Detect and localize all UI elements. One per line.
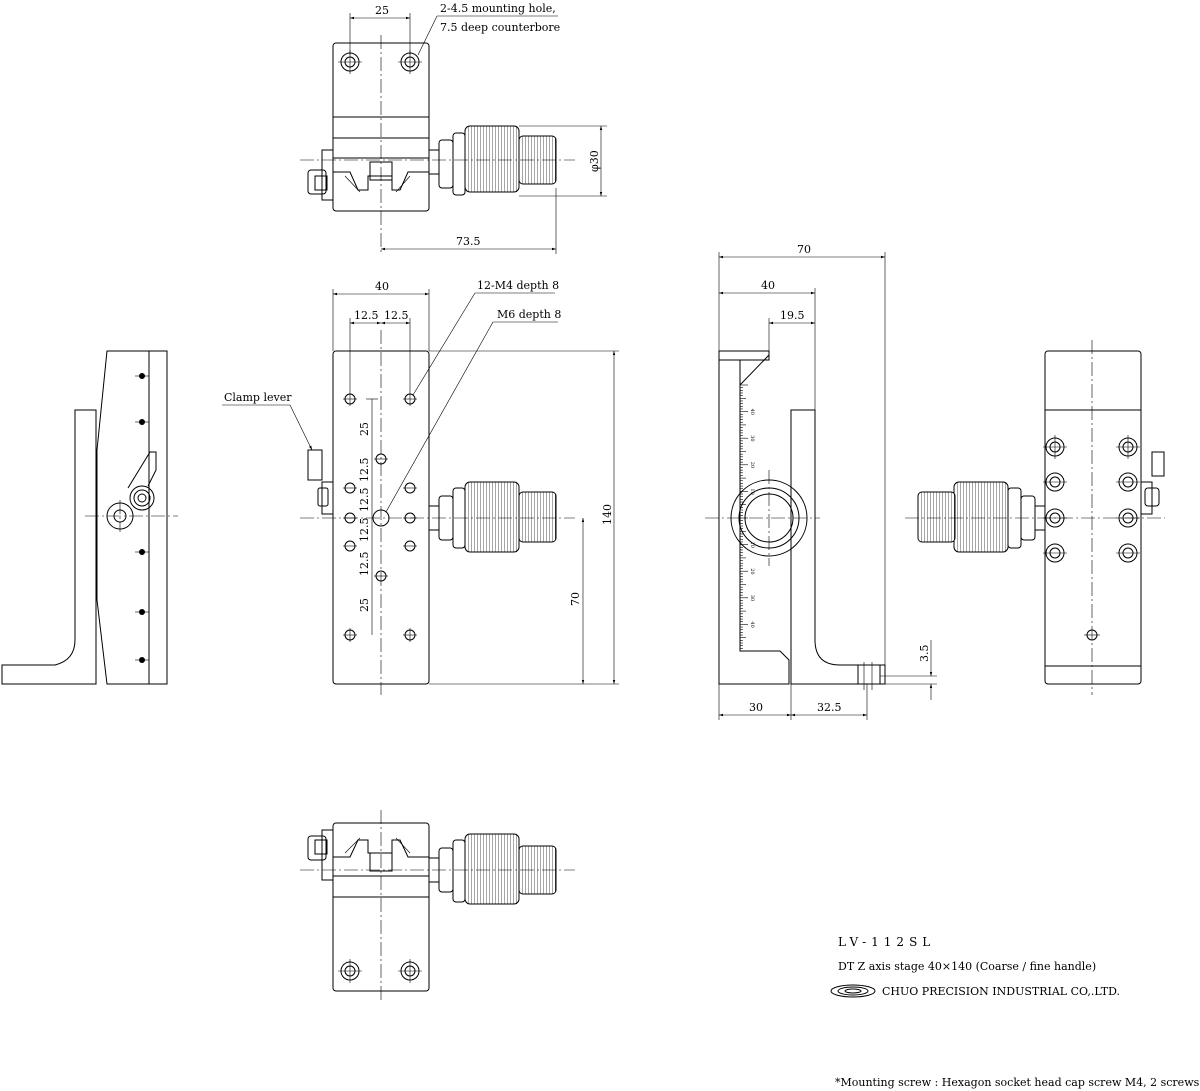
dim-front-12-5-b: 12.5 (384, 309, 409, 322)
screw-hole-icon (135, 549, 149, 555)
counterbore-hole-icon (1043, 435, 1067, 459)
callout-mounting-hole-2: 7.5 deep counterbore (440, 21, 560, 34)
scale-tick-label: 30 (749, 435, 755, 441)
callout-tapped-holes: 12-M4 depth 8 (477, 279, 559, 292)
dim-side-19-5: 19.5 (780, 309, 805, 322)
dim-side-3-5: 3.5 (918, 645, 931, 663)
dim-front-70: 70 (569, 592, 582, 606)
screw-hole-icon (135, 657, 149, 663)
right-side-view: 10 20 30 40 10 20 30 40 (705, 350, 886, 690)
dim-side-30: 30 (749, 701, 763, 714)
top-view (300, 35, 575, 255)
m4-hole-icon (343, 628, 357, 642)
scale: 10 20 30 40 10 20 30 40 (740, 384, 755, 649)
m4-hole-icon (403, 628, 417, 642)
dim-front-v12-5-d: 12.5 (358, 552, 371, 577)
dim-front-v25-b: 25 (358, 598, 371, 612)
dim-front-v25-a: 25 (358, 422, 371, 436)
scale-tick-label: 20 (749, 568, 755, 574)
dim-73-5: 73.5 (456, 235, 481, 248)
dim-front-40: 40 (375, 280, 389, 293)
m4-hole-icon (403, 482, 417, 494)
dim-front-v12-5-c: 12.5 (358, 518, 371, 543)
screw-hole-icon (135, 609, 149, 615)
callout-m6-hole: M6 depth 8 (497, 308, 561, 321)
front-view-dimensions: 40 12.5 12.5 140 70 25 12.5 12.5 12.5 12… (222, 279, 619, 685)
dim-side-70: 70 (797, 243, 811, 256)
m4-hole-icon (343, 482, 357, 494)
product-description: DT Z axis stage 40×140 (Coarse / fine ha… (838, 960, 1096, 973)
counterbore-hole-icon (1116, 435, 1140, 459)
dim-side-40: 40 (761, 279, 775, 292)
m4-hole-icon (343, 540, 357, 552)
title-block: LV-112SL DT Z axis stage 40×140 (Coarse … (830, 935, 1120, 998)
m4-hole-icon (343, 392, 357, 406)
dim-front-v12-5-b: 12.5 (358, 488, 371, 513)
scale-tick-label: 40 (749, 621, 755, 627)
company-name: CHUO PRECISION INDUSTRIAL CO,.LTD. (882, 985, 1120, 998)
right-side-dimensions: 70 40 19.5 30 32.5 3.5 (718, 243, 937, 720)
scale-tick-label: 30 (749, 595, 755, 601)
screw-hole-icon (135, 419, 149, 425)
m4-hole-icon (403, 392, 417, 406)
rear-view (905, 340, 1165, 695)
scale-tick-label: 40 (749, 409, 755, 415)
front-view (300, 330, 575, 695)
scale-tick-label: 10 (749, 488, 755, 494)
dim-top-25: 25 (375, 4, 389, 17)
dim-side-32-5: 32.5 (817, 701, 842, 714)
model-number: LV-112SL (838, 935, 935, 949)
counterbore-hole-icon (1116, 472, 1140, 492)
counterbore-hole-icon (398, 959, 422, 983)
bottom-view (300, 810, 575, 1000)
left-side-view (1, 350, 178, 685)
callout-mounting-hole-1: 2-4.5 mounting hole, (440, 2, 556, 15)
dim-front-v12-5-a: 12.5 (358, 458, 371, 483)
dim-front-140: 140 (601, 504, 614, 525)
callout-clamp-lever: Clamp lever (224, 391, 292, 404)
m4-hole-icon (403, 540, 417, 552)
dim-front-12-5-a: 12.5 (354, 309, 379, 322)
scale-tick-label: 20 (749, 462, 755, 468)
counterbore-hole-icon (1116, 543, 1140, 563)
counterbore-hole-icon (1043, 472, 1067, 492)
company-logo-icon (830, 984, 876, 998)
counterbore-hole-icon (1043, 543, 1067, 563)
top-view-dimensions: 25 φ30 73.5 2-4.5 mounting hole, 7.5 dee… (349, 2, 607, 254)
counterbore-hole-icon (338, 959, 362, 983)
screw-hole-icon (135, 373, 149, 379)
dim-dia-30: φ30 (588, 150, 601, 172)
scale-tick-label: 10 (749, 542, 755, 548)
footnote: *Mounting screw : Hexagon socket head ca… (835, 1076, 1200, 1089)
